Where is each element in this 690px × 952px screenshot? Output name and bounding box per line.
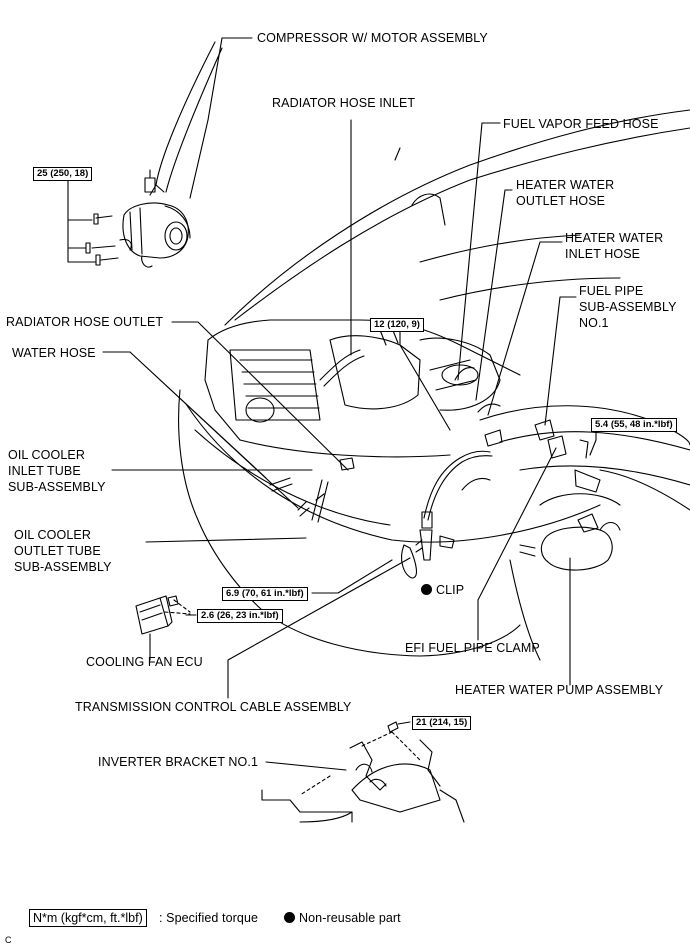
leader-torque-6-9 (311, 559, 393, 594)
leader-heater-outlet (475, 189, 513, 401)
torque-engine-bolt: 12 (120, 9) (370, 318, 424, 332)
transmission-cable-illustration (401, 450, 493, 579)
cooling-fan-ecu-illustration (135, 595, 191, 635)
leader-torque-12 (399, 329, 451, 431)
leader-oil-cooler-outlet (145, 537, 307, 543)
leader-torque-21 (397, 721, 411, 725)
label-transmission-control-cable: TRANSMISSION CONTROL CABLE ASSEMBLY (75, 700, 352, 714)
torque-pump-bolt: 5.4 (55, 48 in.*lbf) (591, 418, 677, 432)
label-fuel-vapor-feed-hose: FUEL VAPOR FEED HOSE (503, 117, 659, 131)
label-radiator-hose-inlet: RADIATOR HOSE INLET (272, 96, 416, 110)
torque-compressor-bolts: 25 (250, 18) (33, 167, 93, 181)
label-heater-water-inlet-hose-line1: HEATER WATER (565, 231, 664, 245)
label-oil-cooler-inlet-line3: SUB-ASSEMBLY (8, 480, 106, 494)
vehicle-body-illustration (178, 109, 690, 661)
label-compressor: COMPRESSOR W/ MOTOR ASSEMBLY (257, 31, 488, 45)
leader-water-hose (102, 351, 299, 509)
nonreusable-dot-icon (421, 584, 432, 595)
leader-efi-clamp (477, 447, 557, 641)
corner-code: C (5, 935, 12, 945)
label-radiator-hose-outlet: RADIATOR HOSE OUTLET (6, 315, 164, 329)
label-fuel-pipe-line2: SUB-ASSEMBLY (579, 300, 677, 314)
label-oil-cooler-inlet-line2: INLET TUBE (8, 464, 81, 478)
legend-torque-box: N*m (kgf*cm, ft.*lbf) (29, 909, 147, 927)
legend-torque-text: : Specified torque (159, 911, 259, 925)
label-cooling-fan-ecu: COOLING FAN ECU (86, 655, 203, 669)
label-oil-cooler-inlet-line1: OIL COOLER (8, 448, 85, 462)
label-heater-water-inlet-hose-line2: INLET HOSE (565, 247, 641, 261)
label-fuel-pipe-line1: FUEL PIPE (579, 284, 644, 298)
leader-torque-5-4 (589, 429, 597, 456)
torque-bracket-bolt: 21 (214, 15) (412, 716, 472, 730)
label-oil-cooler-outlet-line1: OIL COOLER (14, 528, 91, 542)
leader-heater-inlet (487, 241, 563, 416)
legend-nonreusable: Non-reusable part (284, 910, 401, 926)
leader-torque-25 (67, 180, 97, 263)
label-clip-text: CLIP (436, 583, 465, 597)
leader-transmission-cable (227, 557, 411, 699)
legend-nonreusable-text: Non-reusable part (299, 911, 401, 925)
label-water-hose: WATER HOSE (12, 346, 96, 360)
label-clip: CLIP (421, 582, 464, 598)
label-fuel-pipe-line3: NO.1 (579, 316, 609, 330)
label-oil-cooler-outlet-line3: SUB-ASSEMBLY (14, 560, 112, 574)
label-inverter-bracket: INVERTER BRACKET NO.1 (98, 755, 259, 769)
nonreusable-dot-icon (284, 912, 295, 923)
torque-ecu-bolt: 2.6 (26, 23 in.*lbf) (197, 609, 283, 623)
leader-radiator-hose-outlet (171, 321, 349, 471)
leader-fuel-pipe (544, 296, 577, 426)
leader-fuel-vapor (457, 122, 501, 381)
label-heater-water-outlet-hose-line1: HEATER WATER (516, 178, 615, 192)
fuel-and-pump-illustration (339, 419, 621, 571)
label-efi-fuel-pipe-clamp: EFI FUEL PIPE CLAMP (405, 641, 540, 655)
inverter-bracket-illustration (261, 721, 465, 823)
leader-inverter-bracket (265, 761, 347, 771)
label-heater-water-pump: HEATER WATER PUMP ASSEMBLY (455, 683, 664, 697)
label-oil-cooler-outlet-line2: OUTLET TUBE (14, 544, 101, 558)
label-heater-water-outlet-hose-line2: OUTLET HOSE (516, 194, 606, 208)
leader-compressor (189, 37, 253, 199)
compressor-illustration (85, 41, 223, 268)
torque-cable-bolt: 6.9 (70, 61 in.*lbf) (222, 587, 308, 601)
